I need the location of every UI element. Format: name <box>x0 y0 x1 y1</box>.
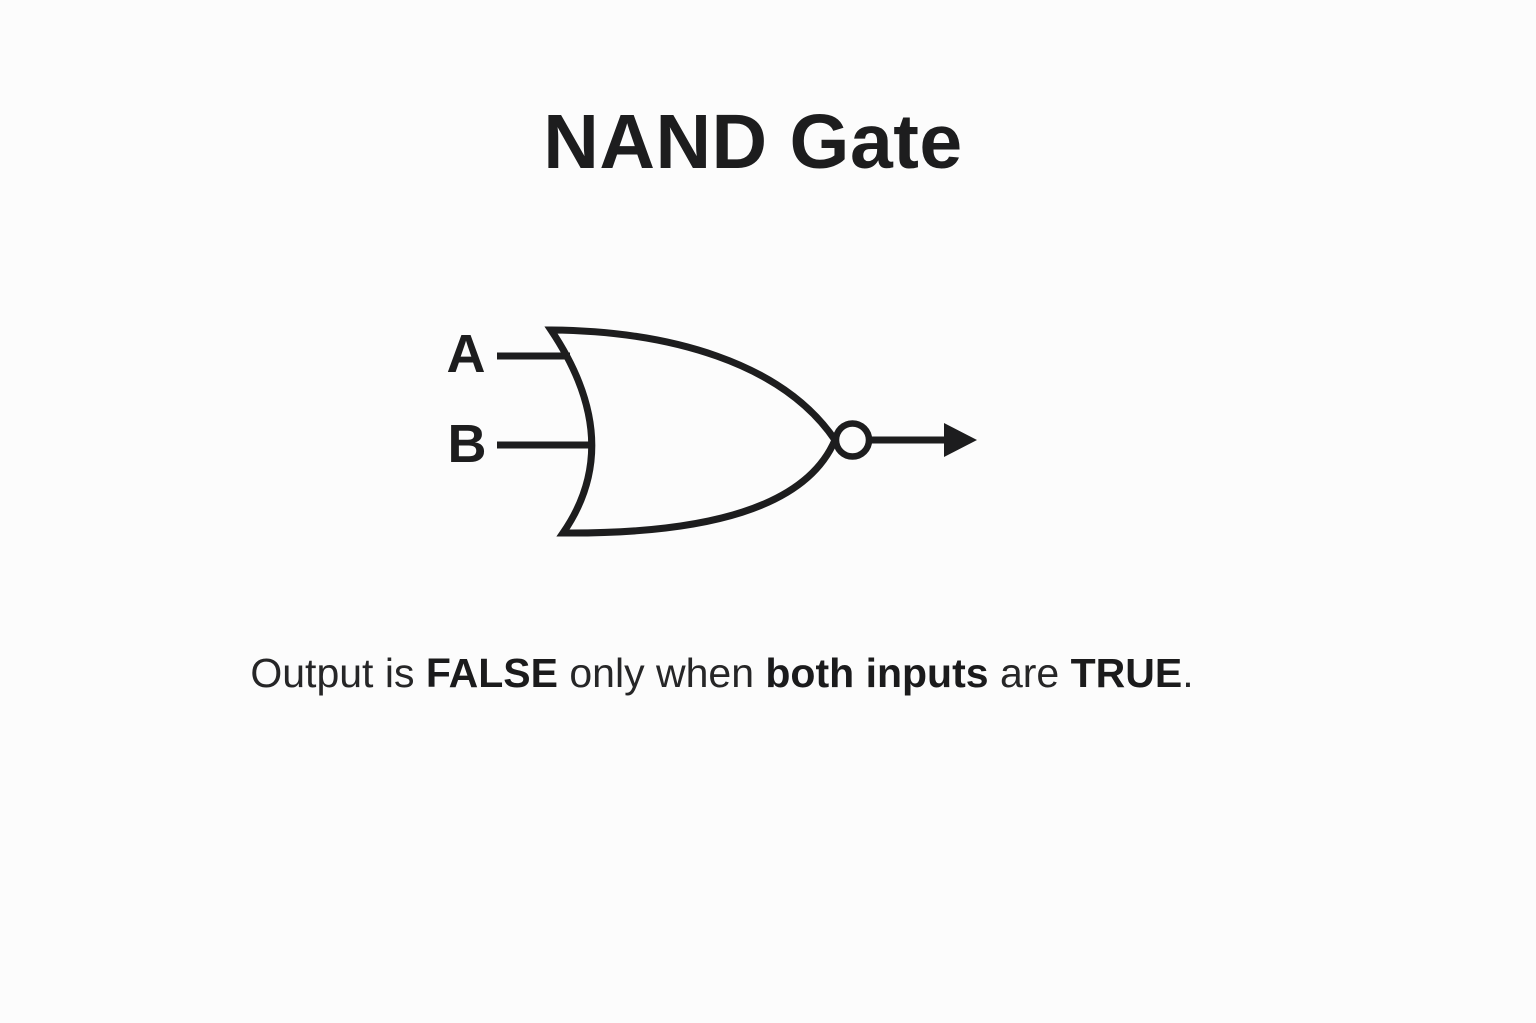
caption-segment-emphasis: FALSE <box>425 650 558 696</box>
caption-segment: are <box>988 650 1071 696</box>
caption-segment: . <box>1182 650 1194 696</box>
nand-gate-body <box>544 326 839 537</box>
caption-segment-emphasis: both inputs <box>765 650 989 696</box>
inversion-bubble-icon <box>832 420 873 460</box>
page-title: NAND Gate <box>543 99 963 185</box>
caption-segment: Output is <box>250 650 426 696</box>
caption: Output is FALSE only when both inputs ar… <box>0 648 1444 699</box>
caption-segment-emphasis: TRUE <box>1070 650 1183 696</box>
output-arrowhead-icon <box>944 423 977 457</box>
caption-segment: only when <box>557 650 766 696</box>
input-a-label: A <box>447 324 486 384</box>
input-b-label: B <box>448 414 487 474</box>
